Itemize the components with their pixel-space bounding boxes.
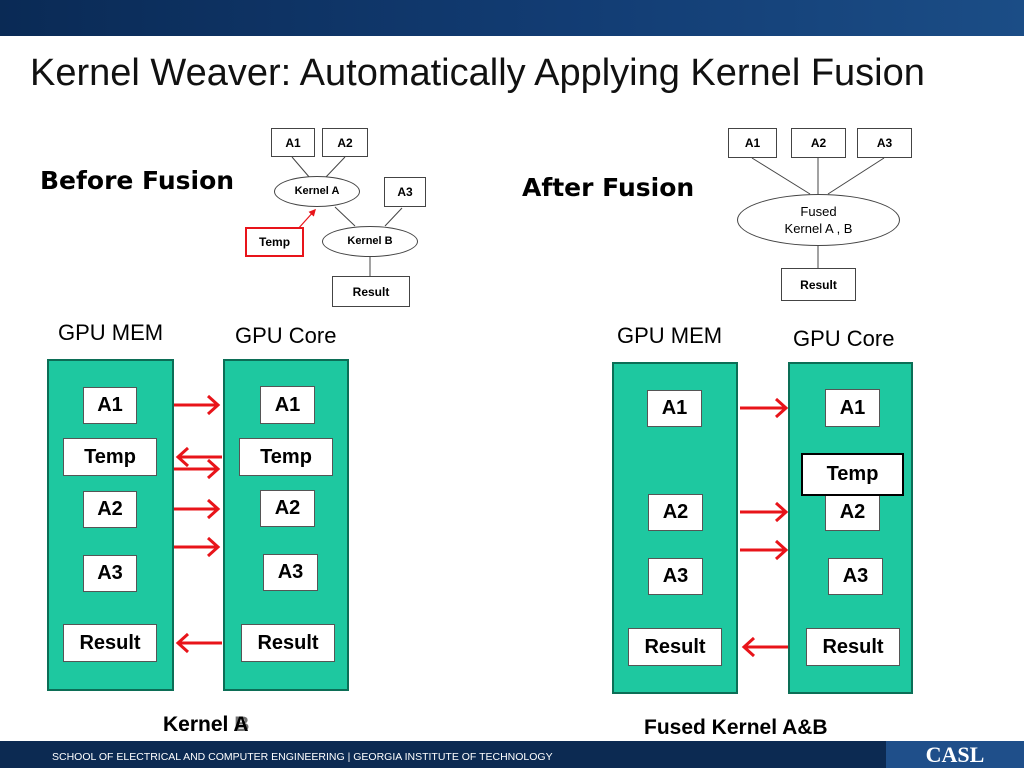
after-core-result: Result	[806, 628, 900, 666]
graph-a2-box: A2	[322, 128, 368, 157]
before-core-a2: A2	[260, 490, 315, 527]
after-core-a3: A3	[828, 558, 883, 595]
after-core-temp: Temp	[801, 453, 904, 496]
graph-a1-box: A1	[271, 128, 315, 157]
before-mem-a1: A1	[83, 387, 137, 424]
after-gpu-mem-heading: GPU MEM	[617, 323, 723, 348]
kernel-a-node: Kernel A	[274, 176, 360, 207]
fused-graph-a1-box: A1	[728, 128, 777, 158]
header-bar	[0, 0, 1024, 36]
before-core-a3: A3	[263, 554, 318, 591]
kernel-b-node: Kernel B	[322, 226, 418, 257]
before-gpu-mem-heading: GPU MEM	[58, 320, 164, 345]
graph-a3-box: A3	[384, 177, 426, 207]
after-core-a1: A1	[825, 389, 880, 427]
after-fusion-label: After Fusion	[522, 173, 695, 202]
before-gpu-core-heading: GPU Core	[235, 323, 337, 348]
before-caption: Kernel A	[163, 713, 249, 736]
before-core-result: Result	[241, 624, 335, 662]
before-mem-a2: A2	[83, 491, 137, 528]
after-mem-a1: A1	[647, 390, 702, 427]
before-caption-overlay: Kernel B	[163, 713, 250, 736]
after-caption: Fused Kernel A&B	[644, 716, 828, 739]
after-mem-a2: A2	[648, 494, 703, 531]
fused-graph-a2-box: A2	[791, 128, 846, 158]
before-mem-temp: Temp	[63, 438, 157, 476]
fused-graph-result-box: Result	[781, 268, 856, 301]
after-gpu-core-heading: GPU Core	[793, 326, 895, 351]
after-mem-result: Result	[628, 628, 722, 666]
before-mem-result: Result	[63, 624, 157, 662]
casl-logo: CASL	[886, 741, 1024, 768]
before-core-temp: Temp	[239, 438, 333, 476]
fused-graph-a3-box: A3	[857, 128, 912, 158]
before-core-a1: A1	[260, 386, 315, 424]
slide-title: Kernel Weaver: Automatically Applying Ke…	[30, 52, 925, 94]
fused-kernel-node: Fused Kernel A , B	[737, 194, 900, 246]
graph-temp-box: Temp	[245, 227, 304, 257]
before-mem-a3: A3	[83, 555, 137, 592]
after-mem-a3: A3	[648, 558, 703, 595]
after-core-a2: A2	[825, 494, 880, 531]
graph-result-box: Result	[332, 276, 410, 307]
footer-bar	[0, 741, 1024, 768]
before-fusion-label: Before Fusion	[40, 166, 235, 195]
footer-text: SCHOOL OF ELECTRICAL AND COMPUTER ENGINE…	[52, 751, 553, 763]
